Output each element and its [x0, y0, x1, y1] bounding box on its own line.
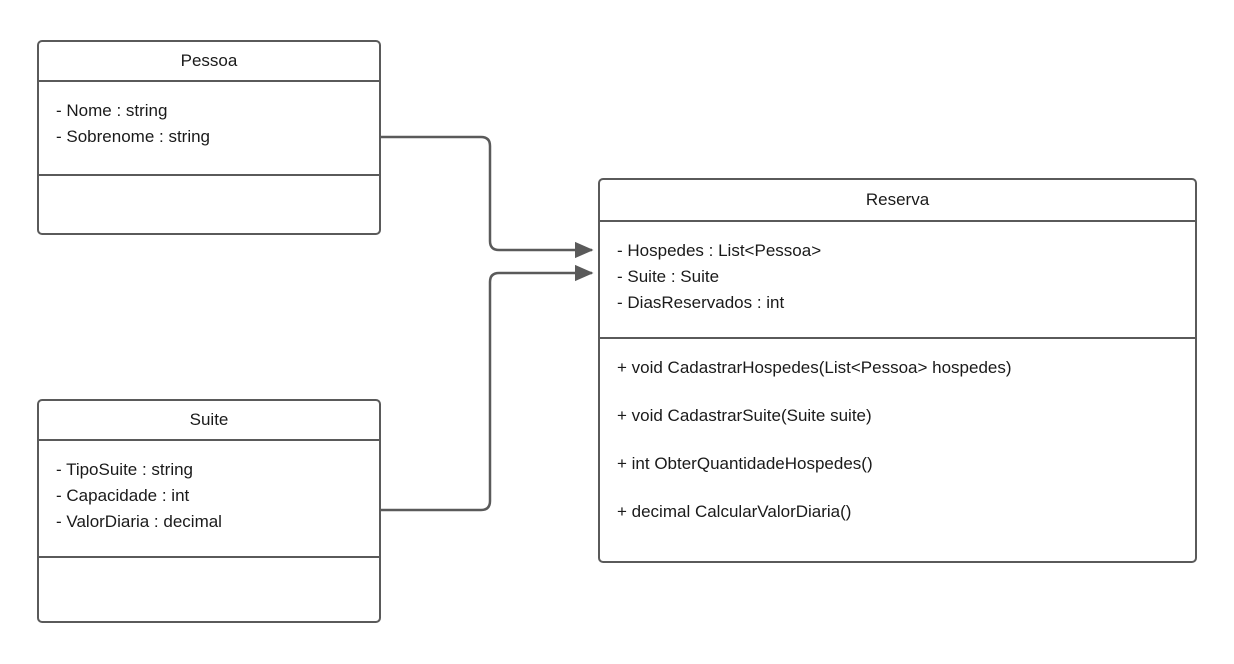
- attribute-list-suite: - TipoSuite : string - Capacidade : int …: [56, 457, 379, 535]
- methods-compartment-suite: [39, 558, 379, 619]
- attribute-item: - Hospedes : List<Pessoa>: [617, 241, 822, 260]
- class-name-pessoa: Pessoa: [180, 50, 238, 70]
- class-name-reserva: Reserva: [865, 189, 930, 209]
- method-list-reserva: + void CadastrarHospedes(List<Pessoa> ho…: [617, 357, 1195, 523]
- method-item: + void CadastrarHospedes(List<Pessoa> ho…: [617, 358, 1012, 377]
- attribute-item: - Suite : Suite: [617, 267, 720, 286]
- method-item: + void CadastrarSuite(Suite suite): [617, 406, 872, 425]
- class-header-reserva: Reserva: [600, 180, 1195, 222]
- attribute-item: - Sobrenome : string: [56, 127, 211, 146]
- connector-pessoa-to-reserva: [381, 135, 594, 259]
- attribute-item: - DiasReservados : int: [617, 293, 785, 312]
- attributes-compartment-reserva: - Hospedes : List<Pessoa> - Suite : Suit…: [600, 222, 1195, 339]
- method-item: + decimal CalcularValorDiaria(): [617, 502, 852, 521]
- class-name-suite: Suite: [189, 409, 229, 429]
- uml-class-suite[interactable]: Suite - TipoSuite : string - Capacidade …: [37, 399, 381, 623]
- attribute-list-reserva: - Hospedes : List<Pessoa> - Suite : Suit…: [617, 238, 1195, 316]
- uml-class-reserva[interactable]: Reserva - Hospedes : List<Pessoa> - Suit…: [598, 178, 1197, 563]
- attribute-item: - ValorDiaria : decimal: [56, 512, 222, 531]
- attribute-item: - Nome : string: [56, 101, 168, 120]
- class-header-pessoa: Pessoa: [39, 42, 379, 82]
- attributes-compartment-suite: - TipoSuite : string - Capacidade : int …: [39, 441, 379, 558]
- attribute-list-pessoa: - Nome : string - Sobrenome : string: [56, 98, 379, 150]
- attribute-item: - TipoSuite : string: [56, 460, 194, 479]
- class-header-suite: Suite: [39, 401, 379, 441]
- connector-suite-to-reserva: [381, 264, 594, 512]
- attributes-compartment-pessoa: - Nome : string - Sobrenome : string: [39, 82, 379, 176]
- methods-compartment-reserva: + void CadastrarHospedes(List<Pessoa> ho…: [600, 339, 1195, 559]
- methods-compartment-pessoa: [39, 176, 379, 231]
- uml-class-pessoa[interactable]: Pessoa - Nome : string - Sobrenome : str…: [37, 40, 381, 235]
- method-item: + int ObterQuantidadeHospedes(): [617, 454, 873, 473]
- attribute-item: - Capacidade : int: [56, 486, 190, 505]
